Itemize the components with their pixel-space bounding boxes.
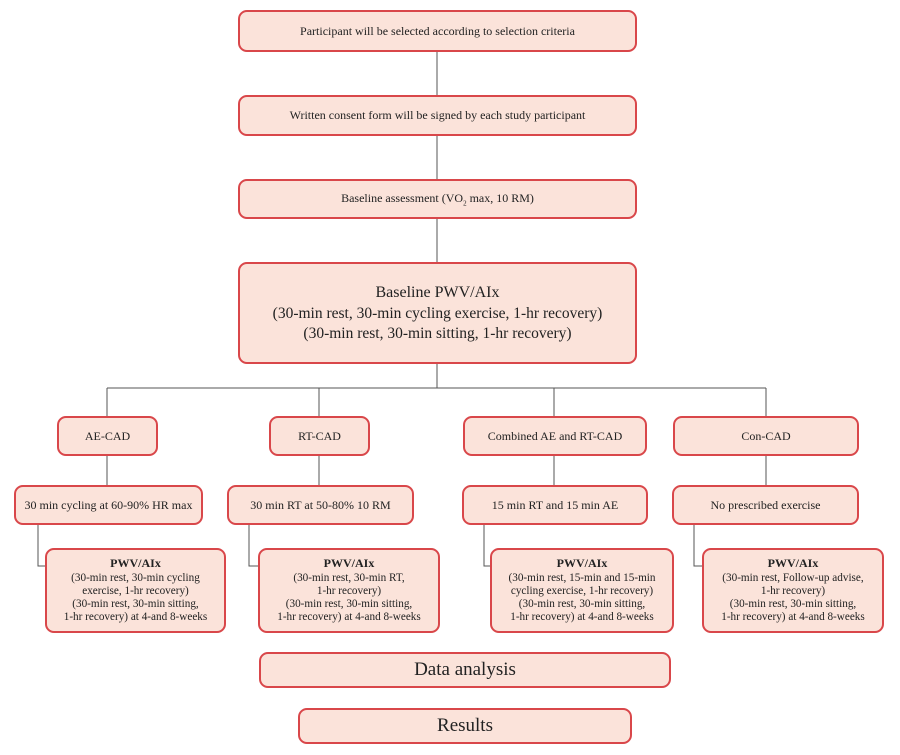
baseline-assessment-text: Baseline assessment (VO2 max, 10 RM) <box>341 190 534 207</box>
outcome-title: PWV/AIx <box>323 556 375 571</box>
intervention-text: 30 min cycling at 60-90% HR max <box>24 497 193 512</box>
outcome-title: PWV/AIx <box>767 556 819 571</box>
consent-text: Written consent form will be signed by e… <box>289 108 586 123</box>
intervention-ae-cad: 30 min cycling at 60-90% HR max <box>14 485 203 525</box>
connector-combined-outcome <box>483 525 490 567</box>
group-name: Combined AE and RT-CAD <box>487 428 623 443</box>
outcome-title: PWV/AIx <box>110 556 161 571</box>
connector-con-outcome <box>693 525 702 567</box>
group-combined-cad: Combined AE and RT-CAD <box>463 416 647 456</box>
outcome-line: 1-hr recovery) at 4-and 8-weeks <box>63 611 208 624</box>
outcome-line: (30-min rest, 30-min sitting, <box>729 598 857 611</box>
baseline-pwv-line-1: (30-min rest, 30-min cycling exercise, 1… <box>272 305 603 323</box>
results-step: Results <box>298 708 632 744</box>
outcome-line: (30-min rest, 30-min sitting, <box>285 598 413 611</box>
outcome-line: 1-hr recovery) <box>316 584 382 597</box>
group-name: AE-CAD <box>84 428 131 443</box>
data-analysis-step: Data analysis <box>259 652 671 688</box>
group-ae-cad: AE-CAD <box>57 416 158 456</box>
outcome-line: exercise, 1-hr recovery) <box>82 584 189 597</box>
outcome-ae-cad: PWV/AIx (30-min rest, 30-min cycling exe… <box>45 548 226 633</box>
connector-rt-outcome <box>248 525 258 567</box>
outcome-line: (30-min rest, 30-min RT, <box>293 571 405 584</box>
selection-text: Participant will be selected according t… <box>300 23 575 38</box>
outcome-line: (30-min rest, 30-min sitting, <box>518 598 646 611</box>
outcome-line: 1-hr recovery) at 4-and 8-weeks <box>721 611 865 624</box>
outcome-line: (30-min rest, 30-min sitting, <box>72 598 199 611</box>
selection-step: Participant will be selected according t… <box>238 10 637 52</box>
outcome-line: cycling exercise, 1-hr recovery) <box>510 584 654 597</box>
outcome-line: 1-hr recovery) at 4-and 8-weeks <box>510 611 654 624</box>
group-name: RT-CAD <box>298 428 341 443</box>
outcome-line: (30-min rest, 30-min cycling <box>71 571 200 584</box>
outcome-title: PWV/AIx <box>556 556 608 571</box>
outcome-line: (30-min rest, 15-min and 15-min <box>508 571 656 584</box>
intervention-combined-cad: 15 min RT and 15 min AE <box>462 485 648 525</box>
outcome-line: 1-hr recovery) <box>760 584 826 597</box>
baseline-pwv-line-2: (30-min rest, 30-min sitting, 1-hr recov… <box>303 324 572 342</box>
intervention-text: 15 min RT and 15 min AE <box>491 497 619 512</box>
outcome-rt-cad: PWV/AIx (30-min rest, 30-min RT, 1-hr re… <box>258 548 440 633</box>
group-rt-cad: RT-CAD <box>269 416 370 456</box>
group-con-cad: Con-CAD <box>673 416 859 456</box>
outcome-combined-cad: PWV/AIx (30-min rest, 15-min and 15-min … <box>490 548 674 633</box>
group-name: Con-CAD <box>741 428 791 443</box>
intervention-text: 30 min RT at 50-80% 10 RM <box>250 497 391 512</box>
intervention-text: No prescribed exercise <box>710 497 821 512</box>
outcome-line: (30-min rest, Follow-up advise, <box>722 571 864 584</box>
connector-ae-outcome <box>37 525 45 567</box>
results-text: Results <box>437 714 493 736</box>
outcome-line: 1-hr recovery) at 4-and 8-weeks <box>277 611 421 624</box>
consent-step: Written consent form will be signed by e… <box>238 95 637 136</box>
data-analysis-text: Data analysis <box>414 658 516 680</box>
intervention-con-cad: No prescribed exercise <box>672 485 859 525</box>
outcome-con-cad: PWV/AIx (30-min rest, Follow-up advise, … <box>702 548 884 633</box>
baseline-pwv-title: Baseline PWV/AIx <box>375 284 500 302</box>
intervention-rt-cad: 30 min RT at 50-80% 10 RM <box>227 485 414 525</box>
baseline-assessment-step: Baseline assessment (VO2 max, 10 RM) <box>238 179 637 219</box>
baseline-pwv-step: Baseline PWV/AIx (30-min rest, 30-min cy… <box>238 262 637 364</box>
